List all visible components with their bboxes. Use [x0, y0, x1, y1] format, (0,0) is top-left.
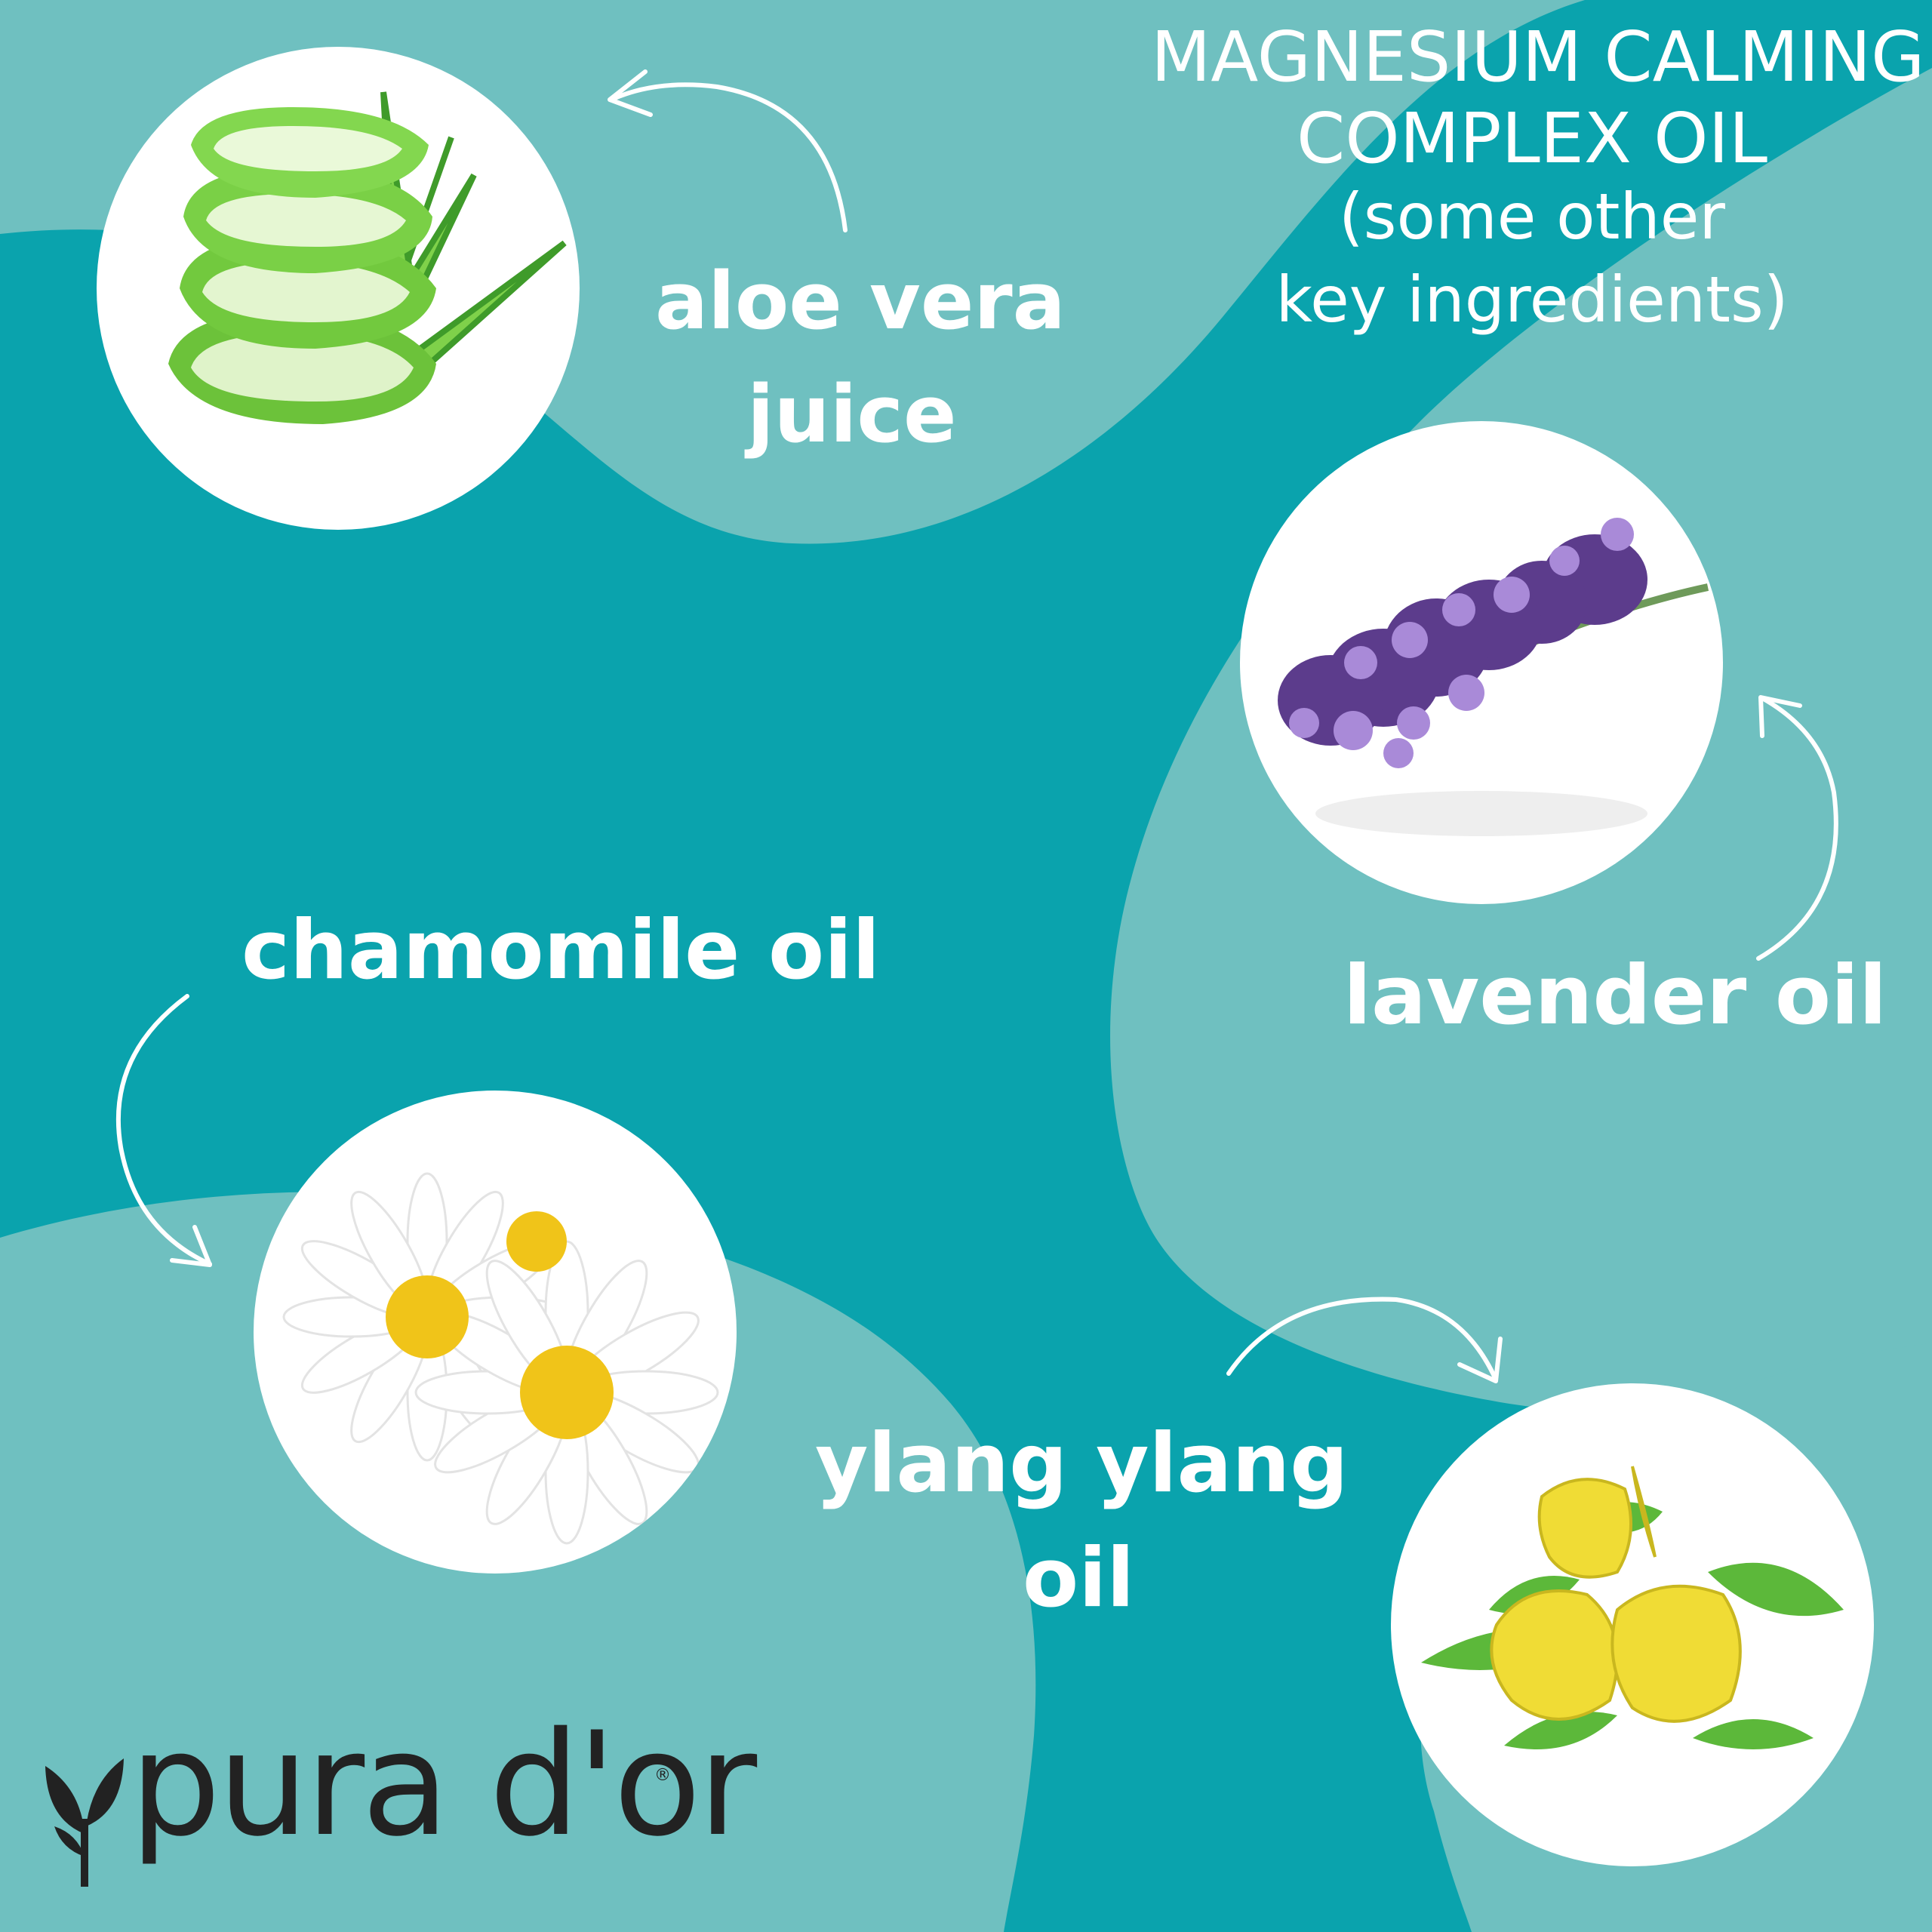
chamomile-label: chamomile oil: [242, 903, 881, 998]
brand-logo: pura d'or ®: [39, 1713, 757, 1887]
title-line-4: key ingredients): [1275, 263, 1789, 337]
aloe-vera-image: [97, 47, 580, 530]
lavender-image: [1240, 421, 1723, 904]
ylang-ylang-image: [1391, 1383, 1874, 1866]
brand-name: pura d'or: [130, 1701, 757, 1868]
ylang-label-line-2: oil: [1023, 1531, 1135, 1626]
chamomile-image: [254, 1091, 737, 1574]
aloe-label-line-2: juice: [747, 368, 957, 460]
title-line-1: MAGNESIUM CALMING: [1151, 17, 1925, 97]
registered-mark: ®: [654, 1766, 671, 1785]
title-line-3: (some other: [1339, 180, 1725, 254]
ylang-label-line-1: ylang ylang: [815, 1417, 1349, 1511]
lavender-label: lavender oil: [1343, 949, 1887, 1043]
leaf-logo-icon: [45, 1758, 124, 1887]
title-line-2: COMPLEX OIL: [1297, 98, 1767, 179]
aloe-label-line-1: aloe vera: [655, 255, 1066, 347]
